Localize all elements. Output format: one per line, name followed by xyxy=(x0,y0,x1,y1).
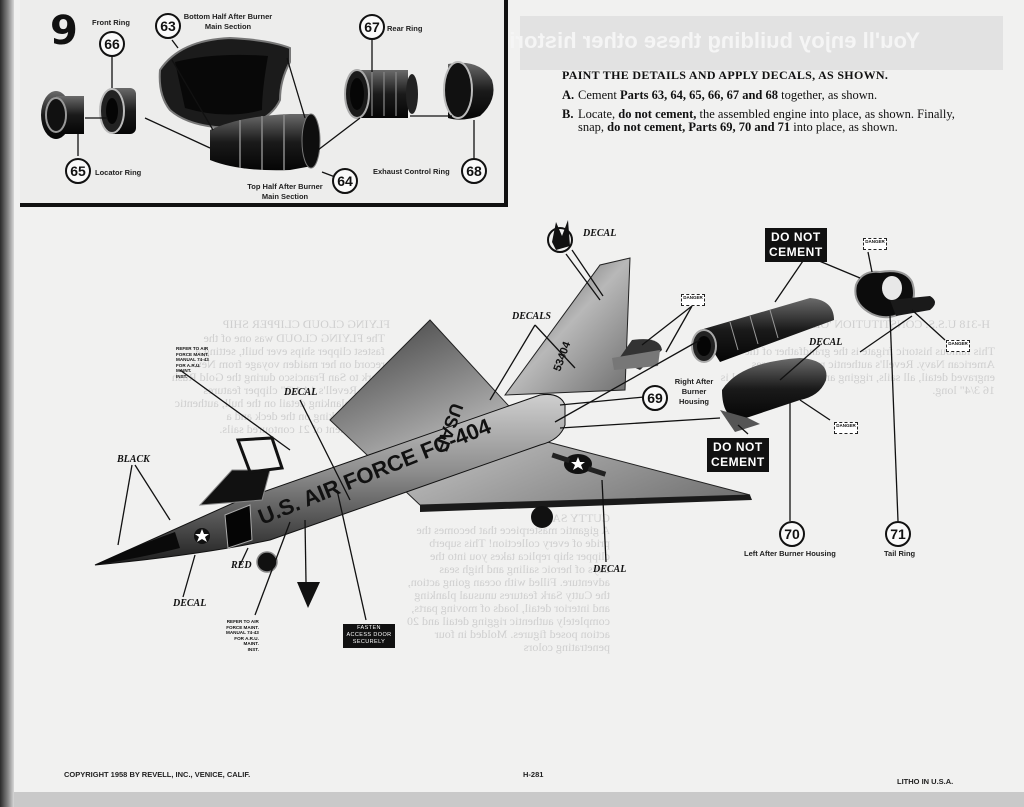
instruction-b-text: Locate, xyxy=(578,107,619,121)
callout-66: 66 xyxy=(99,31,125,57)
callout-70: 70 xyxy=(779,521,805,547)
copyright: COPYRIGHT 1958 BY REVELL, INC., VENICE, … xyxy=(64,770,251,779)
instruction-a-text: Cement xyxy=(578,88,621,102)
callout-67: 67 xyxy=(359,14,385,40)
page-spine-shadow xyxy=(0,0,14,807)
part-64-top-half xyxy=(210,113,321,171)
part-71-tail-ring xyxy=(854,270,935,319)
label-locator-ring: Locator Ring xyxy=(95,168,142,177)
page-bottom-edge xyxy=(14,792,1024,807)
instruction-a: A. Cement Parts 63, 64, 65, 66, 67 and 6… xyxy=(562,89,972,102)
do-not-cement-bottom: DO NOT CEMENT xyxy=(707,438,769,472)
label-top-half: Top Half After Burner Main Section xyxy=(247,182,323,201)
instructions-title: PAINT THE DETAILS AND APPLY DECALS, AS S… xyxy=(562,68,889,82)
instruction-b-bold2: do not cement, Parts 69, 70 and 71 xyxy=(607,120,791,134)
danger-decal-1: DANGER xyxy=(863,238,887,250)
danger-triangle-decal xyxy=(297,582,320,608)
instruction-b-bold: do not cement, xyxy=(618,107,697,121)
instruction-a-text-end: together, as shown. xyxy=(778,88,878,102)
ghost-banner: You'll enjoy building these other histor… xyxy=(426,16,1003,70)
part-code: H-281 xyxy=(523,770,544,779)
step9-leader-lines xyxy=(77,39,475,181)
refer-top-line: MANUAL 74-43 xyxy=(176,357,209,362)
danger-decal-2: DANGER xyxy=(681,294,705,306)
label-right-housing: Right After Burner Housing xyxy=(674,377,714,406)
callout-64: 64 xyxy=(332,168,358,194)
label-black: BLACK xyxy=(117,454,150,465)
label-bottom-half: Bottom Half After Burner Main Section xyxy=(183,12,273,31)
part-67-rear-ring xyxy=(344,69,418,119)
fasten-access-door-decal: FASTEN ACCESS DOOR SECURELY xyxy=(343,624,395,648)
callout-69: 69 xyxy=(642,385,668,411)
instruction-b-text-mid: the assembled engine into place, as show… xyxy=(578,107,955,134)
label-tail-ring: Tail Ring xyxy=(884,549,916,558)
label-decals-wing: DECALS xyxy=(512,311,551,322)
instruction-a-key: A. xyxy=(562,88,575,102)
label-decal-nose: DECAL xyxy=(173,598,207,609)
callout-71: 71 xyxy=(885,521,911,547)
part-63-bottom-half xyxy=(158,36,291,130)
step-number: 9 xyxy=(50,8,78,54)
do-not-cement-top: DO NOT CEMENT xyxy=(765,228,827,262)
part-66-front-ring xyxy=(99,88,136,134)
refer-bottom-line: FORCE MAINT. xyxy=(226,624,259,630)
do-not-cement-bottom-line2: CEMENT xyxy=(711,455,765,469)
refer-bottom-line: REFER TO AIR xyxy=(226,619,259,624)
callout-65: 65 xyxy=(65,158,91,184)
do-not-cement-top-line2: CEMENT xyxy=(769,245,823,259)
danger-decal-3: DANGER xyxy=(946,340,970,352)
litho: LITHO IN U.S.A. xyxy=(897,777,954,786)
part-65-locator-ring xyxy=(41,91,84,139)
instruction-a-bold: Parts 63, 64, 65, 66, 67 and 68 xyxy=(620,88,779,102)
instructions-block: PAINT THE DETAILS AND APPLY DECALS, AS S… xyxy=(562,68,972,134)
instruction-b-key: B. xyxy=(562,107,574,121)
label-red: RED xyxy=(231,560,252,571)
refer-top-line: INST. xyxy=(176,373,188,379)
part-69-right-housing xyxy=(612,339,662,370)
refer-bottom-line: MAINT. xyxy=(243,641,259,646)
label-left-housing: Left After Burner Housing xyxy=(744,549,836,558)
label-decal-wing-lower: DECAL xyxy=(593,564,627,575)
tail-decal-emblem xyxy=(547,220,573,253)
label-decal-tail: DECAL xyxy=(583,228,617,239)
refer-top-line: FOR A.R.U. xyxy=(176,362,201,368)
fasten-line: ACCESS DOOR xyxy=(346,632,392,638)
instruction-b-text-end: into place, as shown. xyxy=(790,120,898,134)
part-68-exhaust-control-ring xyxy=(443,61,494,120)
do-not-cement-bottom-line1: DO NOT xyxy=(713,440,763,454)
refer-top-line: FORCE MAINT. xyxy=(176,351,209,357)
airplane-f102: U.S. AIR FORCE FC-404 USAF 53404 xyxy=(94,257,752,573)
fasten-line: SECURELY xyxy=(352,639,386,645)
danger-decal-4: DANGER xyxy=(834,422,858,434)
refer-top-line: MAINT. xyxy=(176,368,192,373)
part-70-left-housing xyxy=(720,358,827,432)
label-rear-ring: Rear Ring xyxy=(387,24,423,33)
main-leader-lines xyxy=(117,249,946,621)
label-decal-housing: DECAL xyxy=(809,337,843,348)
instruction-b: B. Locate, do not cement, the assembled … xyxy=(562,108,972,134)
refer-bottom-line: MANUAL 74-43 xyxy=(226,630,259,635)
callout-63: 63 xyxy=(155,13,181,39)
refer-bottom-line: FOR A.R.U. xyxy=(234,635,259,641)
callout-68: 68 xyxy=(461,158,487,184)
do-not-cement-top-line1: DO NOT xyxy=(771,230,821,244)
refer-note-top: REFER TO AIR FORCE MAINT. MANUAL 74-43 F… xyxy=(176,346,209,379)
label-front-ring: Front Ring xyxy=(92,18,130,27)
engine-assembly xyxy=(691,298,834,363)
label-exhaust-control-ring: Exhaust Control Ring xyxy=(373,167,450,176)
label-decal-fuselage: DECAL xyxy=(284,387,318,398)
fasten-line: FASTEN xyxy=(357,625,381,631)
refer-note-bottom: REFER TO AIR FORCE MAINT. MANUAL 74-43 F… xyxy=(226,619,259,652)
refer-top-line: REFER TO AIR xyxy=(176,346,209,351)
refer-bottom-line: INST. xyxy=(247,646,259,652)
